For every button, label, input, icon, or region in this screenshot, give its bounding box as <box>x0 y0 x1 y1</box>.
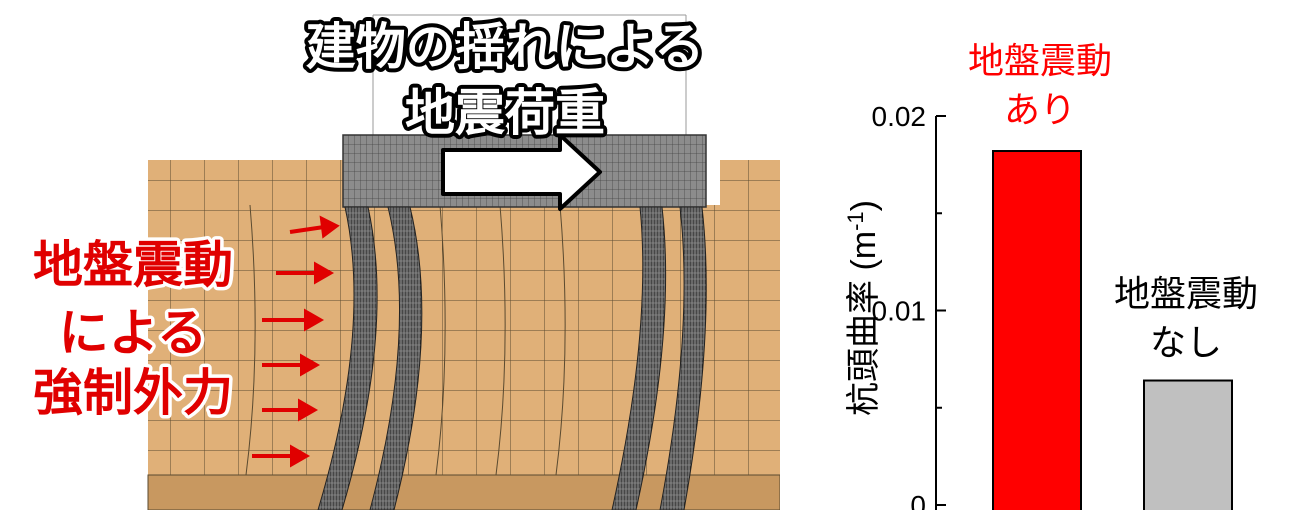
load-arrow-icon <box>441 133 602 211</box>
y-axis-label-superscript: -1 <box>843 211 868 231</box>
y-axis-label-main: 杭頭曲率 (m <box>845 231 883 416</box>
bar-label-without-ground-motion-line1: 地盤震動 <box>1114 273 1258 314</box>
force-arrows <box>252 215 340 468</box>
bar-label-without-ground-motion-line2: なし <box>1150 322 1222 363</box>
building-frame <box>372 14 687 135</box>
pile-left-2 <box>369 206 423 510</box>
forced-force-label-line2: による <box>59 304 208 362</box>
y-tick-label: 0.01 <box>872 296 927 327</box>
bar-label-with-ground-motion-line1: 地盤震動 <box>968 40 1112 81</box>
force-arrow-icon <box>262 398 319 422</box>
bars <box>992 150 1233 510</box>
y-tick-label: 0.02 <box>872 101 927 132</box>
force-arrow-icon <box>262 308 325 332</box>
bar-2 <box>1143 379 1233 510</box>
pile-left-1 <box>317 206 378 510</box>
pile-head-curvature-chart: 杭頭曲率 (m-1) 0 0.01 0.02 地盤震動 あり 地盤震動 なし <box>843 40 1258 510</box>
fem-illustration: 建物の揺れによる 地震荷重 地盤震動 による 強制外力 <box>33 14 780 510</box>
forced-force-label-line3: 強制外力 <box>33 364 233 422</box>
force-arrow-icon <box>252 444 311 468</box>
bar-label-with-ground-motion-line2: あり <box>1004 89 1076 130</box>
pile-right-1 <box>611 206 667 510</box>
y-tick-label: 0 <box>910 490 926 510</box>
force-arrow-icon <box>276 261 335 285</box>
pile-right-2 <box>659 206 707 510</box>
y-axis-label: 杭頭曲率 (m-1) <box>843 200 883 416</box>
force-arrow-icon <box>262 353 321 377</box>
piles <box>317 206 707 510</box>
bar-1 <box>992 150 1082 510</box>
illustration-title-line2: 地震荷重 <box>405 84 605 142</box>
y-axis-label-close: ) <box>845 200 883 211</box>
y-ticks: 0 0.01 0.02 <box>872 101 946 510</box>
force-arrow-icon <box>289 215 340 239</box>
illustration-title-line1: 建物の揺れによる <box>306 18 705 76</box>
forced-force-label-line1: 地盤震動 <box>33 236 233 294</box>
